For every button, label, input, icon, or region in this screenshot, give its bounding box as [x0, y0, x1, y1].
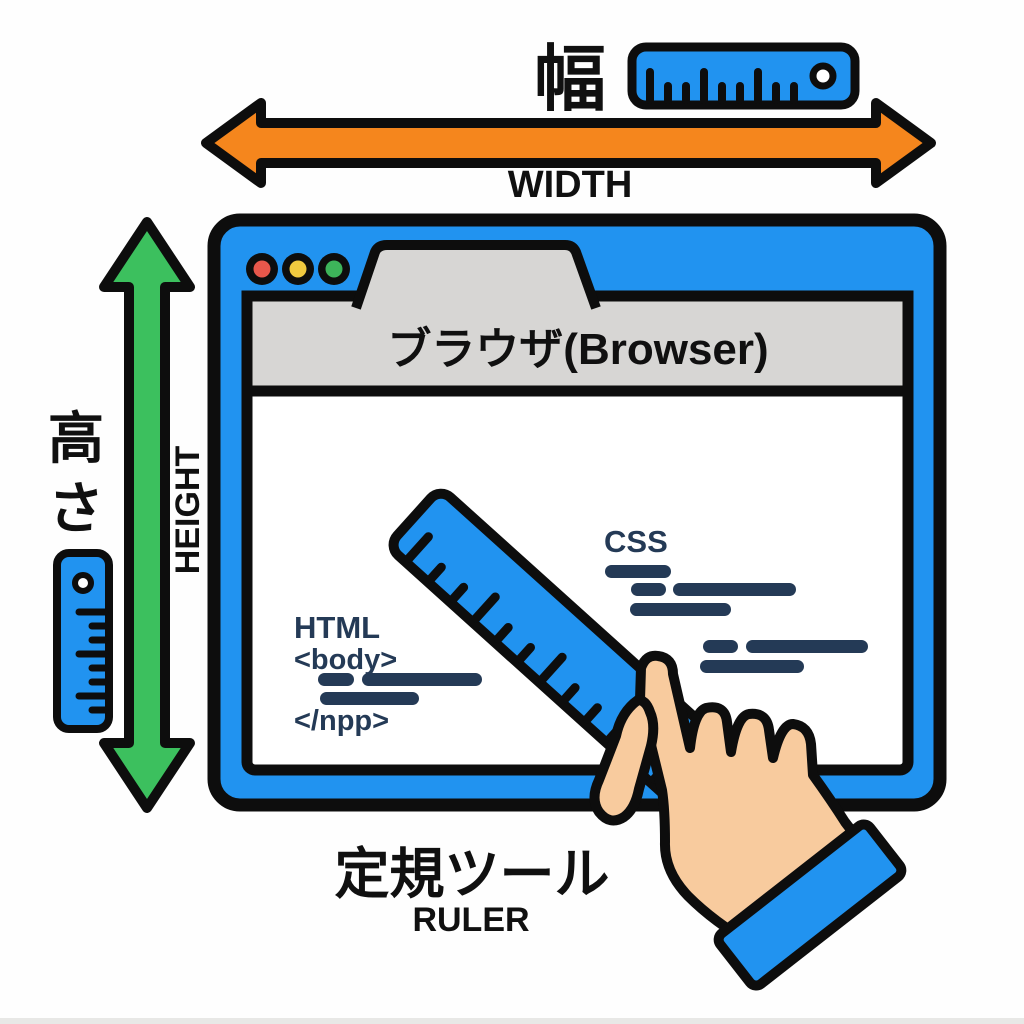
code-line-bar — [700, 660, 804, 673]
code-line-bar — [703, 640, 738, 653]
double-arrow-horizontal-icon — [201, 98, 936, 188]
ruler-hole — [72, 572, 94, 594]
ruler-tool-label-en: RULER — [412, 901, 529, 939]
code-line-bar — [746, 640, 868, 653]
code-line-bar — [630, 603, 731, 616]
height-label-ja-bottom: さ — [48, 477, 104, 540]
browser-window: ブラウザ(Browser) HTML <body> </npp> CSS — [207, 213, 947, 812]
ruler-hole — [809, 62, 837, 90]
width-label-en: WIDTH — [508, 164, 633, 206]
browser-title: ブラウザ(Browser) — [387, 324, 768, 374]
css-label: CSS — [604, 524, 668, 559]
bottom-edge-shade — [0, 1018, 1024, 1024]
html-close-tag: </npp> — [294, 705, 389, 737]
ruler-horizontal-icon — [627, 42, 860, 110]
browser-title-bar — [241, 290, 914, 397]
code-line-bar — [318, 673, 354, 686]
ruler-vertical-icon — [53, 549, 113, 733]
traffic-light-dots-icon — [246, 253, 350, 285]
height-label-en: HEIGHT — [169, 446, 207, 575]
height-label-ja-top: 高 — [48, 407, 104, 470]
dot-red — [253, 260, 271, 278]
code-line-bar — [362, 673, 482, 686]
dot-green — [325, 260, 343, 278]
width-label-ja: 幅 — [534, 40, 606, 120]
double-arrow-vertical-icon — [99, 217, 195, 813]
pointing-hand-icon — [589, 650, 907, 991]
dot-yellow — [289, 260, 307, 278]
sleeve-cuff — [713, 819, 907, 991]
html-open-tag: <body> — [294, 644, 397, 676]
browser-tab — [351, 240, 601, 310]
hand-thumb — [589, 695, 659, 826]
code-line-bar — [631, 583, 666, 596]
css-code-block: CSS — [604, 524, 868, 673]
code-line-bar — [320, 692, 419, 705]
code-line-bar — [605, 565, 671, 578]
html-label: HTML — [294, 610, 380, 645]
html-code-block: HTML <body> </npp> — [294, 610, 482, 737]
ruler-tool-label-ja: 定規ツール — [334, 843, 609, 905]
code-line-bar — [673, 583, 796, 596]
